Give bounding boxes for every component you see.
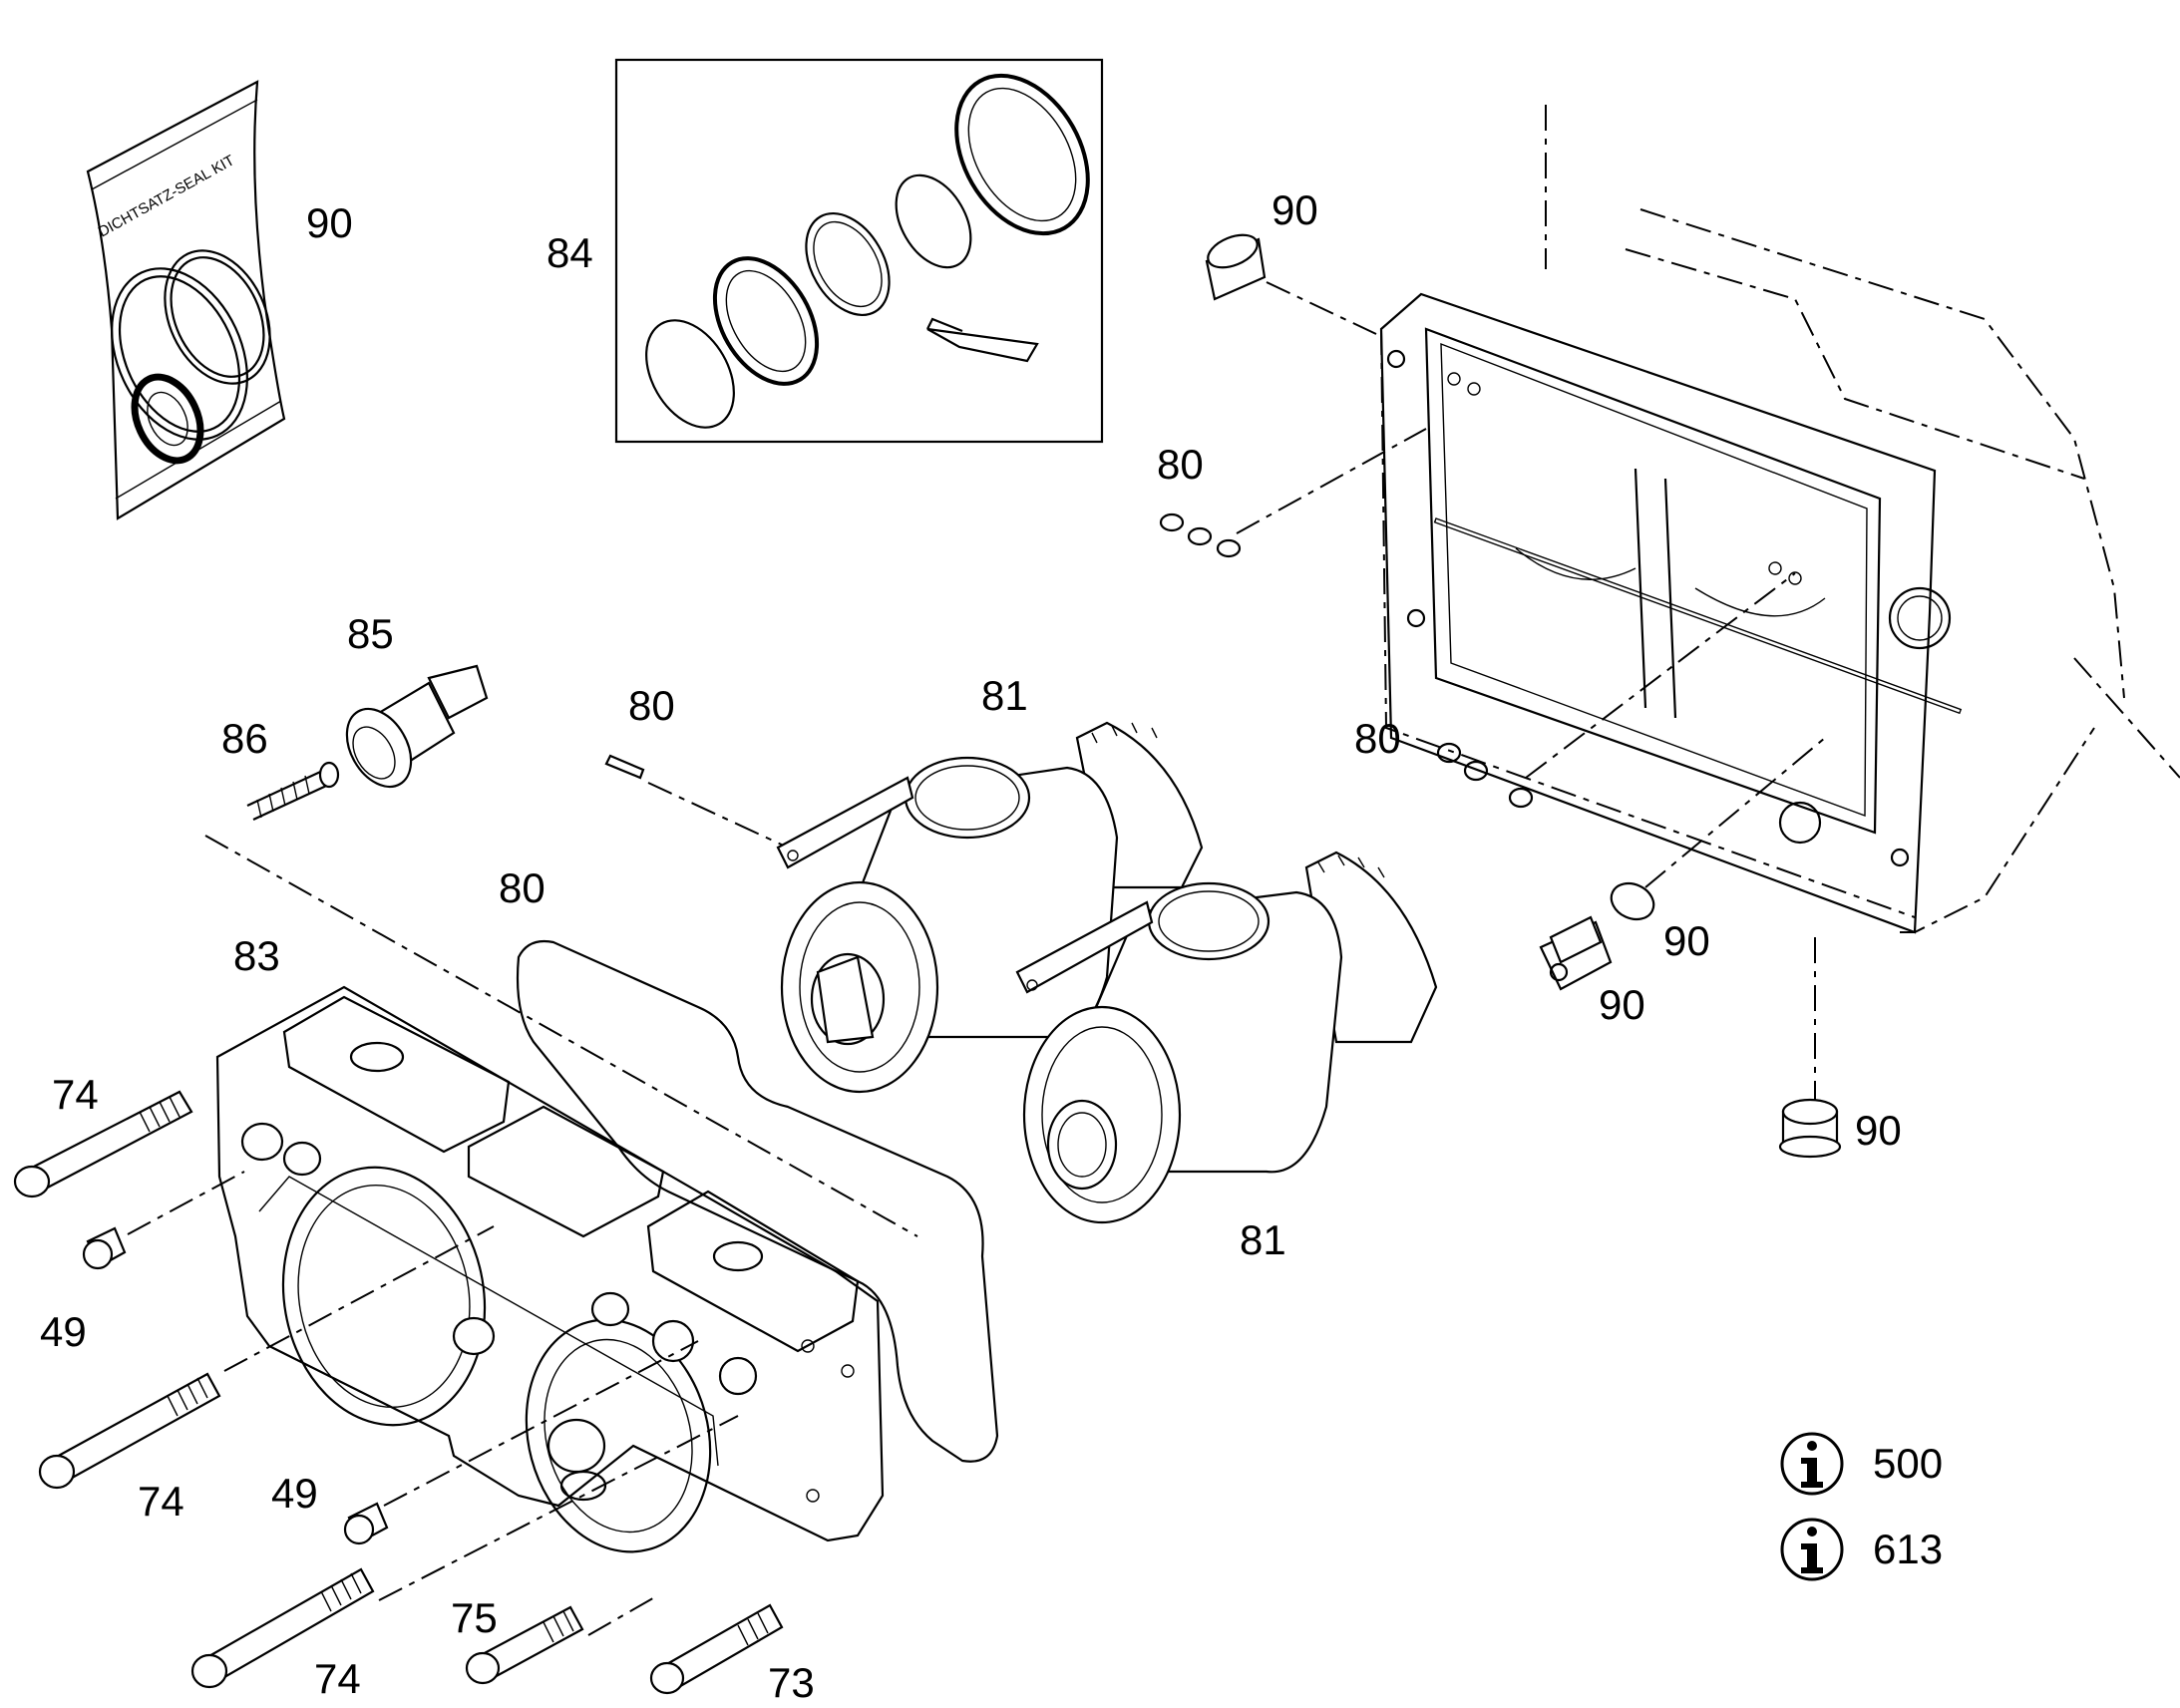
label-80-gasket: 80 (499, 864, 545, 911)
washers-top (1159, 428, 1427, 558)
info-ref-613[interactable]: 613 (1780, 1518, 1943, 1581)
plug-top (1205, 233, 1377, 335)
label-74-bottom: 74 (314, 1655, 361, 1702)
info-icon (1780, 1432, 1844, 1496)
label-74-top: 74 (52, 1071, 99, 1118)
label-83: 83 (233, 932, 280, 979)
seal-kit-bag: DICHTSATZ-SEAL KIT (86, 80, 286, 520)
bolt-74-mid (38, 1372, 221, 1490)
plug-49-top (82, 1226, 127, 1270)
label-81-top: 81 (981, 672, 1028, 719)
bolt-74-bottom (190, 1567, 375, 1689)
label-86: 86 (221, 715, 268, 762)
spring-86 (246, 761, 340, 821)
label-84: 84 (546, 229, 593, 276)
bolt-75 (465, 1605, 584, 1685)
label-90-plug-bottom: 90 (1855, 1107, 1902, 1154)
washers-right (1436, 572, 1796, 809)
label-73: 73 (768, 1659, 815, 1706)
valve-85 (345, 664, 489, 789)
plug-49-bottom (343, 1502, 389, 1545)
end-plate-83 (215, 985, 885, 1553)
label-80-washers-right: 80 (1354, 715, 1401, 762)
leader-74-bottom (378, 1415, 739, 1601)
repair-kit-84 (614, 58, 1104, 444)
label-90-nut: 90 (1599, 981, 1645, 1028)
info-ref-500[interactable]: 500 (1780, 1432, 1943, 1496)
label-49-bottom: 49 (271, 1470, 318, 1517)
label-80-washers-top: 80 (1157, 441, 1204, 488)
info-icon (1780, 1518, 1844, 1581)
label-49-top: 49 (40, 1308, 87, 1355)
label-90-seal-kit: 90 (306, 199, 353, 246)
label-74-mid: 74 (138, 1478, 184, 1525)
label-90-plug-top: 90 (1272, 186, 1318, 233)
main-housing (1379, 105, 2180, 934)
leader-line-86 (204, 835, 918, 1237)
label-80-pin: 80 (628, 682, 675, 729)
label-75: 75 (451, 1594, 498, 1641)
leader-74-mid (223, 1225, 495, 1372)
leader-49-top (127, 1171, 245, 1235)
info-ref-613-text: 613 (1873, 1526, 1943, 1572)
leader-75 (587, 1594, 659, 1636)
bolt-74-top (13, 1090, 193, 1198)
cartridge-81-bottom (1015, 851, 1438, 1224)
gasket-80 (516, 939, 999, 1463)
oring-and-nut (1539, 737, 1826, 991)
label-85: 85 (347, 610, 394, 657)
seal-kit-text: DICHTSATZ-SEAL KIT (96, 152, 237, 240)
info-ref-500-text: 500 (1873, 1440, 1943, 1487)
leader-49-bottom (383, 1340, 699, 1507)
plug-bottom (1778, 937, 1842, 1159)
pin-80 (604, 754, 789, 849)
label-90-oring: 90 (1663, 917, 1710, 964)
label-81-bottom: 81 (1240, 1216, 1286, 1263)
bolt-73 (649, 1603, 784, 1695)
